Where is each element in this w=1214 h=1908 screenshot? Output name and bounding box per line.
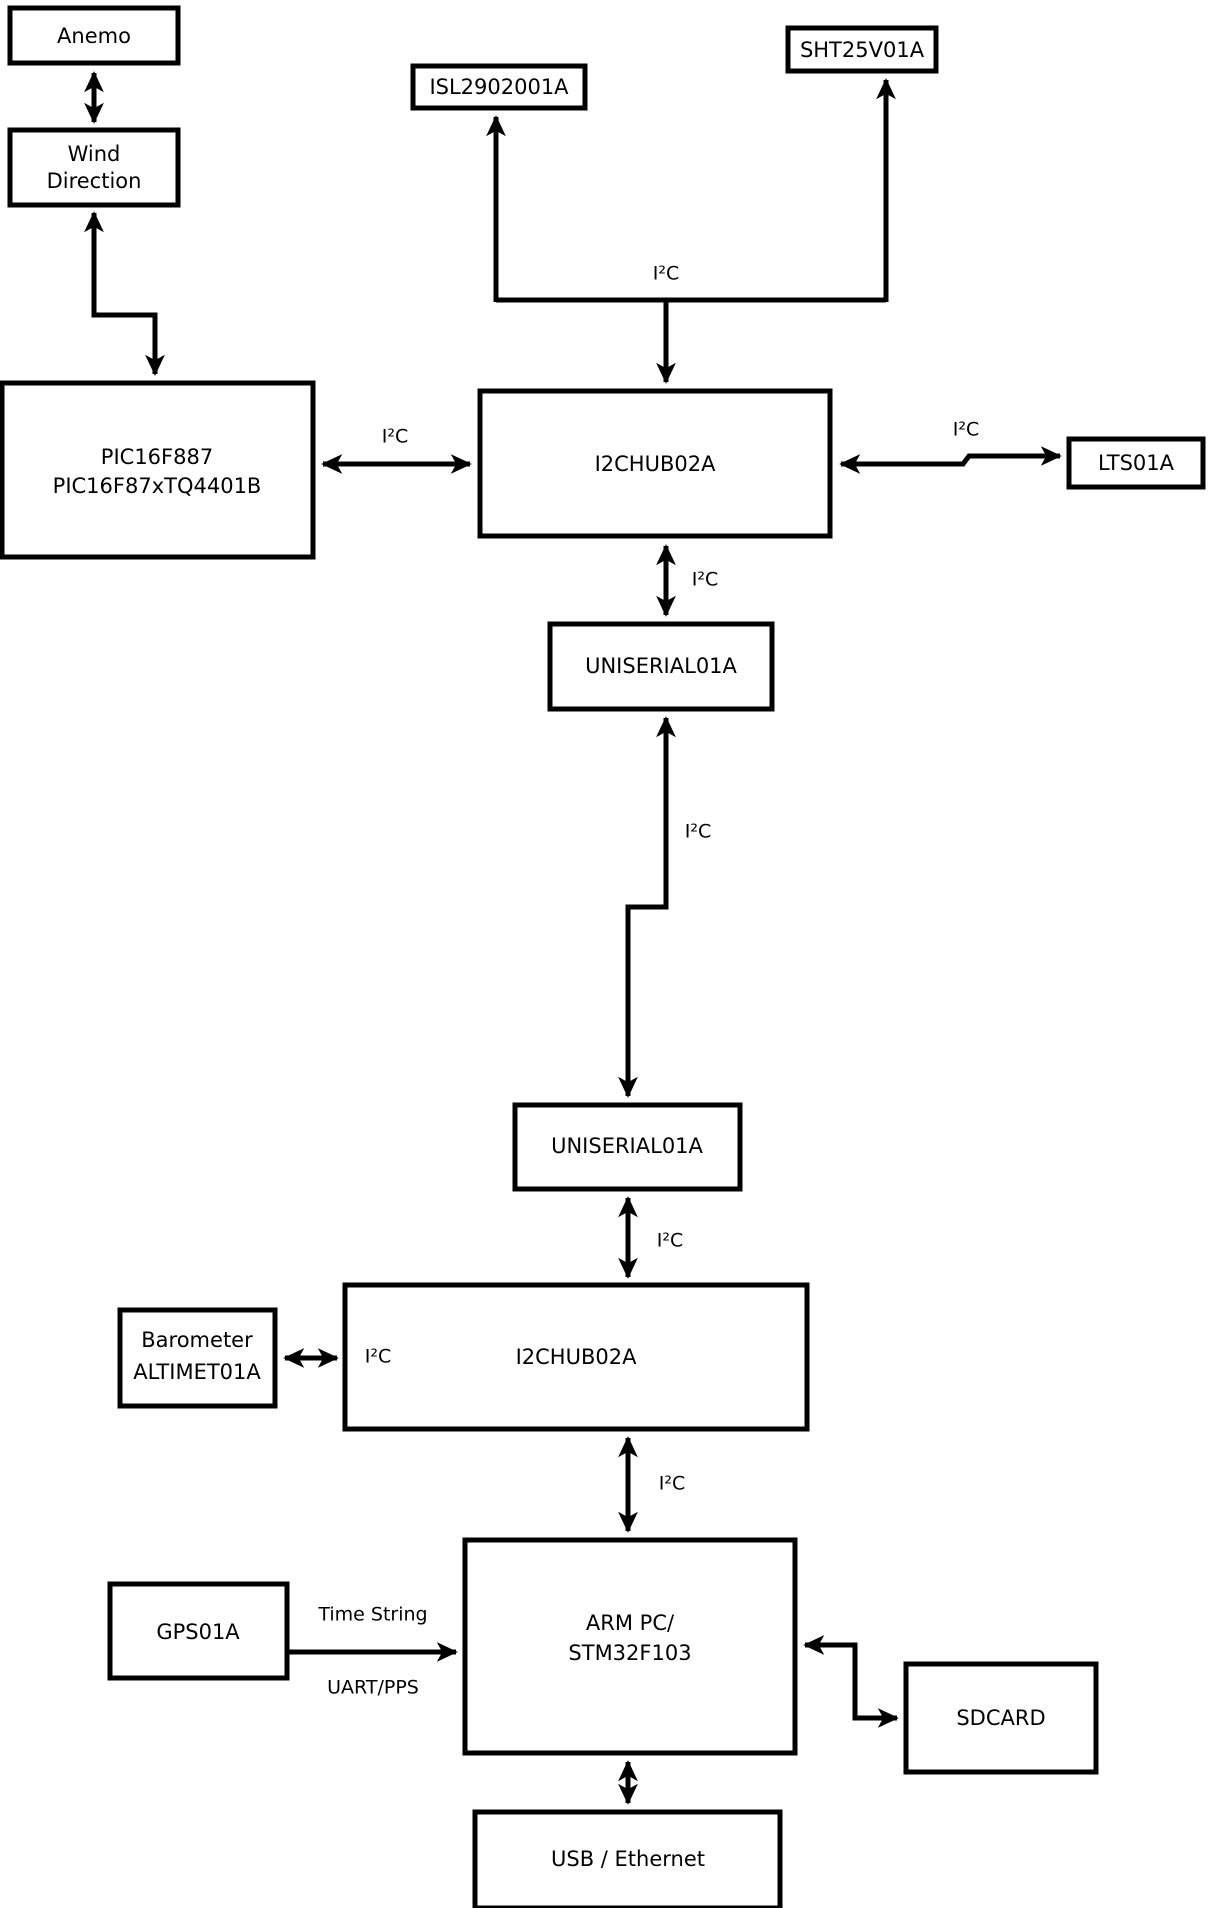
node-isl2902001a-label: ISL2902001A	[429, 75, 569, 99]
node-i2chub02a-top[interactable]: I2CHUB02A	[477, 388, 833, 539]
node-uniserial01a-top[interactable]: UNISERIAL01A	[547, 621, 775, 712]
edge-label-i2c-barometer-hub: I²C	[365, 1346, 392, 1368]
node-uniserial01a-bottom-label: UNISERIAL01A	[551, 1134, 703, 1158]
node-uniserial01a-top-label: UNISERIAL01A	[585, 654, 737, 678]
edge-label-i2c-hub-lts: I²C	[953, 419, 980, 441]
node-pic16f887-label-line2: PIC16F87xTQ4401B	[53, 474, 262, 498]
node-wind-direction-label-line1: Wind	[68, 142, 121, 166]
connection-unitop-unibottom	[618, 716, 676, 1098]
connection-wind-pic	[84, 211, 165, 376]
node-wind-direction[interactable]: Wind Direction	[7, 127, 181, 208]
node-usb-ethernet[interactable]: USB / Ethernet	[472, 1809, 783, 1908]
edge-label-i2c-hub-armpc: I²C	[659, 1473, 686, 1495]
edge-label-i2c-hub-uniserial: I²C	[692, 569, 719, 591]
node-arm-pc-stm32f103[interactable]: ARM PC/ STM32F103	[462, 1537, 798, 1756]
node-pic16f887-label-line1: PIC16F887	[101, 445, 213, 469]
node-arm-pc-label-line2: STM32F103	[568, 1641, 691, 1665]
connection-hubtop-lts	[839, 446, 1062, 474]
edge-label-uart-pps: UART/PPS	[327, 1677, 419, 1699]
node-anemo[interactable]: Anemo	[7, 5, 181, 66]
node-barometer-label-line1: Barometer	[141, 1328, 253, 1352]
node-sdcard[interactable]: SDCARD	[903, 1661, 1099, 1775]
node-sdcard-label: SDCARD	[956, 1706, 1045, 1730]
edge-label-i2c-bus-top: I²C	[653, 263, 680, 285]
node-usb-ethernet-label: USB / Ethernet	[551, 1847, 705, 1871]
node-lts01a-label: LTS01A	[1098, 451, 1175, 475]
node-sht25v01a[interactable]: SHT25V01A	[785, 25, 939, 74]
node-arm-pc-label-line1: ARM PC/	[586, 1611, 675, 1635]
connection-i2c-bus-top	[486, 78, 896, 384]
edge-label-time-string: Time String	[317, 1604, 427, 1626]
node-lts01a[interactable]: LTS01A	[1066, 436, 1206, 490]
node-wind-direction-label-line2: Direction	[47, 169, 142, 193]
node-pic16f887[interactable]: PIC16F887 PIC16F87xTQ4401B	[0, 380, 316, 560]
node-barometer-altimet01a[interactable]: Barometer ALTIMET01A	[117, 1307, 278, 1409]
edge-label-i2c-uniserial-hub: I²C	[657, 1230, 684, 1252]
node-anemo-label: Anemo	[57, 24, 131, 48]
node-sht25v01a-label: SHT25V01A	[800, 38, 925, 62]
node-i2chub02a-bottom-label: I2CHUB02A	[516, 1345, 638, 1369]
edge-label-i2c-uniserial-uniserial: I²C	[685, 821, 712, 843]
node-i2chub02a-top-label: I2CHUB02A	[595, 452, 717, 476]
node-barometer-label-line2: ALTIMET01A	[133, 1360, 261, 1384]
node-uniserial01a-bottom[interactable]: UNISERIAL01A	[512, 1102, 743, 1192]
node-i2chub02a-bottom[interactable]: I2CHUB02A	[342, 1282, 810, 1432]
node-gps01a[interactable]: GPS01A	[107, 1581, 290, 1681]
node-gps01a-label: GPS01A	[156, 1620, 240, 1644]
edge-label-i2c-pic-hub: I²C	[382, 426, 409, 448]
connection-armpc-sdcard	[803, 1635, 899, 1728]
node-isl2902001a[interactable]: ISL2902001A	[410, 63, 588, 111]
